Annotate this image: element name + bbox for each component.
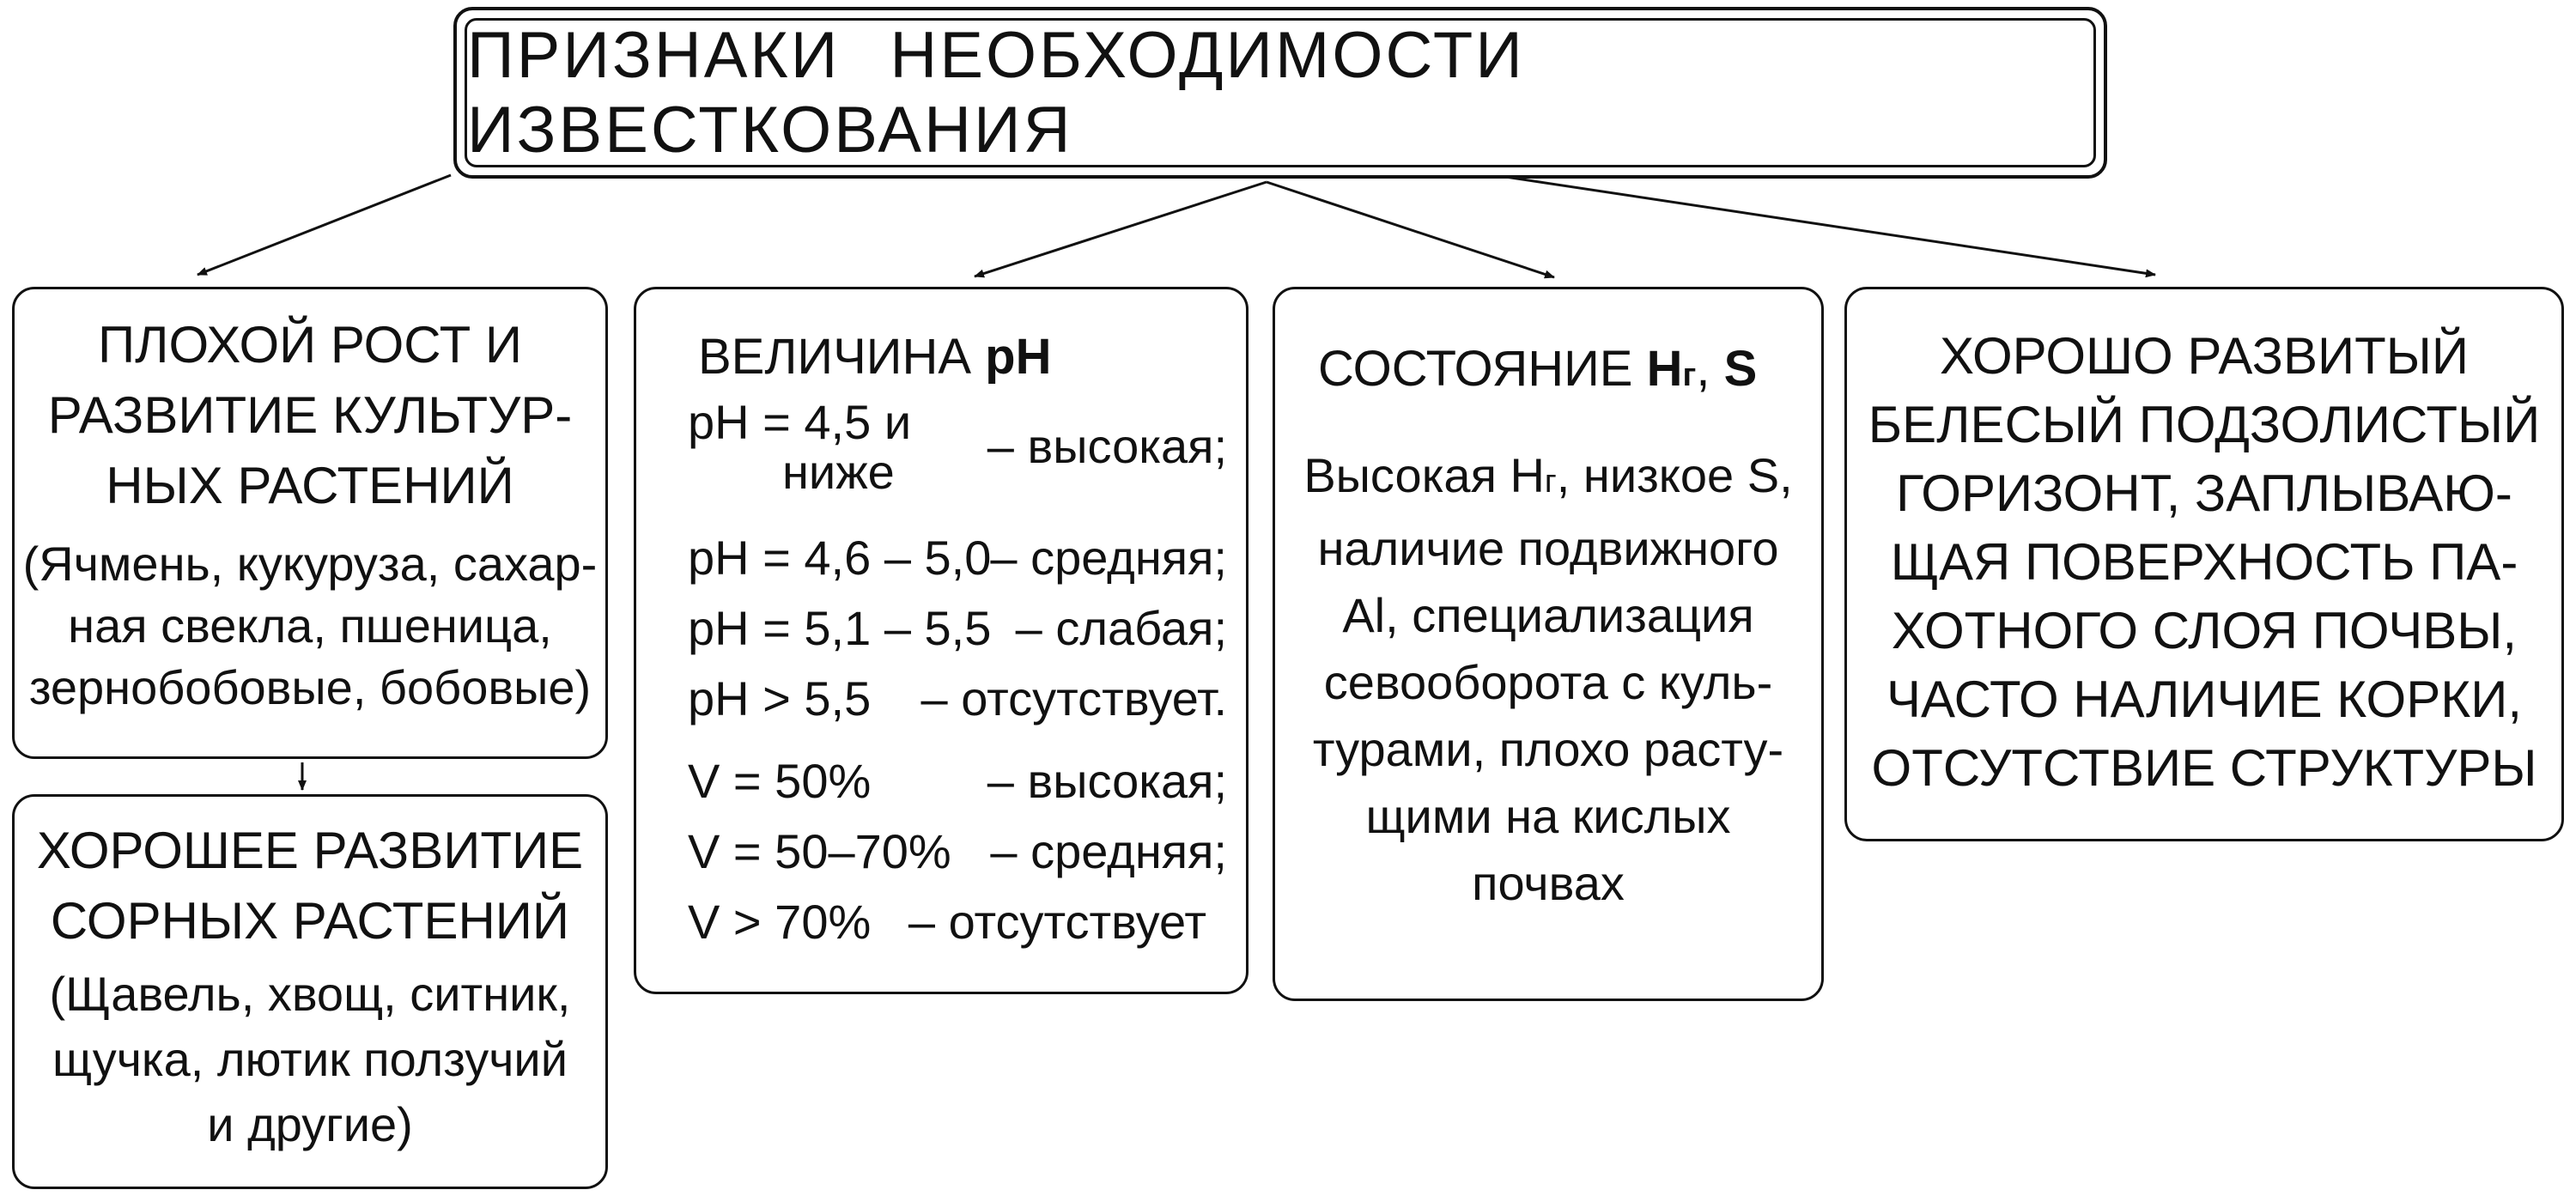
note-line: ная свекла, пшеница, xyxy=(68,598,552,653)
description-line: почвах xyxy=(1472,856,1625,910)
arrow-to-box3 xyxy=(1266,180,1555,279)
weed-examples: (Щавель, хвощ, ситник, щучка, лютик полз… xyxy=(15,956,605,1157)
box-poor-crop-growth: ПЛОХОЙ РОСТ И РАЗВИТИЕ КУЛЬТУР- НЫХ РАСТ… xyxy=(12,287,608,759)
heading-line: ПЛОХОЙ РОСТ И xyxy=(97,316,523,373)
description-line: ХОРОШО РАЗВИТЫЙ xyxy=(1939,327,2470,385)
ph-row-level: – средняя; xyxy=(990,531,1227,585)
description-line: ЧАСТО НАЛИЧИЕ КОРКИ, xyxy=(1886,671,2522,728)
ph-row-level: – отсутствует. xyxy=(920,671,1227,725)
acidity-description: Высокая Hг, низкое S, наличие подвижного… xyxy=(1275,442,1821,917)
ph-row-level: – высокая; xyxy=(987,419,1227,473)
arrow-to-box2 xyxy=(974,180,1267,278)
box-podzolic-horizon: ХОРОШО РАЗВИТЫЙ БЕЛЕСЫЙ ПОДЗОЛИСТЫЙ ГОРИ… xyxy=(1844,287,2564,841)
description-line: турами, плохо расту- xyxy=(1312,722,1784,776)
title-inner-frame: ПРИЗНАКИ НЕОБХОДИМОСТИ ИЗВЕСТКОВАНИЯ xyxy=(465,18,2096,167)
arrow-to-box4 xyxy=(1493,173,2156,278)
description-line: щими на кислых xyxy=(1365,789,1731,843)
podzolic-description: ХОРОШО РАЗВИТЫЙ БЕЛЕСЫЙ ПОДЗОЛИСТЫЙ ГОРИ… xyxy=(1847,289,2561,803)
description-line: севооборота с куль- xyxy=(1323,655,1773,709)
note-line: (Щавель, хвощ, ситник, xyxy=(49,967,571,1021)
box-hydrolytic-acidity: СОСТОЯНИЕ Hг, S Высокая Hг, низкое S, на… xyxy=(1273,287,1824,1001)
diagram-title: ПРИЗНАКИ НЕОБХОДИМОСТИ ИЗВЕСТКОВАНИЯ xyxy=(467,19,1525,167)
note-line: и другие) xyxy=(207,1097,413,1151)
description-line: ХОТНОГО СЛОЯ ПОЧВЫ, xyxy=(1891,602,2518,659)
v-row-level: – средняя; xyxy=(990,824,1227,878)
v-row-level: – отсутствует xyxy=(908,895,1206,949)
v-row-label: V = 50% xyxy=(688,754,872,808)
note-line: (Ячмень, кукуруза, сахар- xyxy=(22,537,598,591)
note-line: зернобобовые, бобовые) xyxy=(28,660,592,714)
description-line: Высокая Hг, низкое S, xyxy=(1303,448,1793,502)
heading-line: НЫХ РАСТЕНИЙ xyxy=(106,457,514,514)
description-line: Al, специализация xyxy=(1342,588,1754,642)
description-line: наличие подвижного xyxy=(1317,521,1779,575)
poor-growth-heading: ПЛОХОЙ РОСТ И РАЗВИТИЕ КУЛЬТУР- НЫХ РАСТ… xyxy=(15,289,605,521)
description-line: БЕЛЕСЫЙ ПОДЗОЛИСТЫЙ xyxy=(1868,396,2541,453)
description-line: ОТСУТСТВИЕ СТРУКТУРЫ xyxy=(1871,739,2537,797)
ph-row-label: pH = 4,6 – 5,0 xyxy=(688,531,992,585)
ph-row-label: pH = 4,5 и ниже xyxy=(688,395,912,499)
v-row-label: V = 50–70% xyxy=(688,824,951,878)
v-row-level: – высокая; xyxy=(987,754,1227,808)
box-weed-growth: ХОРОШЕЕ РАЗВИТИЕ СОРНЫХ РАСТЕНИЙ (Щавель… xyxy=(12,794,608,1189)
acidity-heading: СОСТОЯНИЕ Hг, S xyxy=(1318,341,1758,397)
heading-line: ХОРОШЕЕ РАЗВИТИЕ xyxy=(36,822,584,879)
box-ph-value: ВЕЛИЧИНА pH pH = 4,5 и ниже – высокая; p… xyxy=(634,287,1249,994)
crop-examples: (Ячмень, кукуруза, сахар- ная свекла, пш… xyxy=(15,521,605,719)
v-row-label: V > 70% xyxy=(688,895,872,949)
title-box: ПРИЗНАКИ НЕОБХОДИМОСТИ ИЗВЕСТКОВАНИЯ xyxy=(453,7,2107,179)
ph-row-label: pH > 5,5 xyxy=(688,671,872,725)
ph-row-level: – слабая; xyxy=(1015,601,1227,655)
weed-growth-heading: ХОРОШЕЕ РАЗВИТИЕ СОРНЫХ РАСТЕНИЙ xyxy=(15,797,605,956)
ph-heading: ВЕЛИЧИНА pH xyxy=(698,329,1052,385)
description-line: ЩАЯ ПОВЕРХНОСТЬ ПА- xyxy=(1890,533,2518,591)
heading-line: СОРНЫХ РАСТЕНИЙ xyxy=(50,892,570,950)
arrow-to-box1 xyxy=(197,173,452,276)
ph-row-label: pH = 5,1 – 5,5 xyxy=(688,601,992,655)
note-line: щучка, лютик ползучий xyxy=(52,1032,568,1086)
description-line: ГОРИЗОНТ, ЗАПЛЫВАЮ- xyxy=(1896,464,2512,522)
heading-line: РАЗВИТИЕ КУЛЬТУР- xyxy=(47,386,573,444)
